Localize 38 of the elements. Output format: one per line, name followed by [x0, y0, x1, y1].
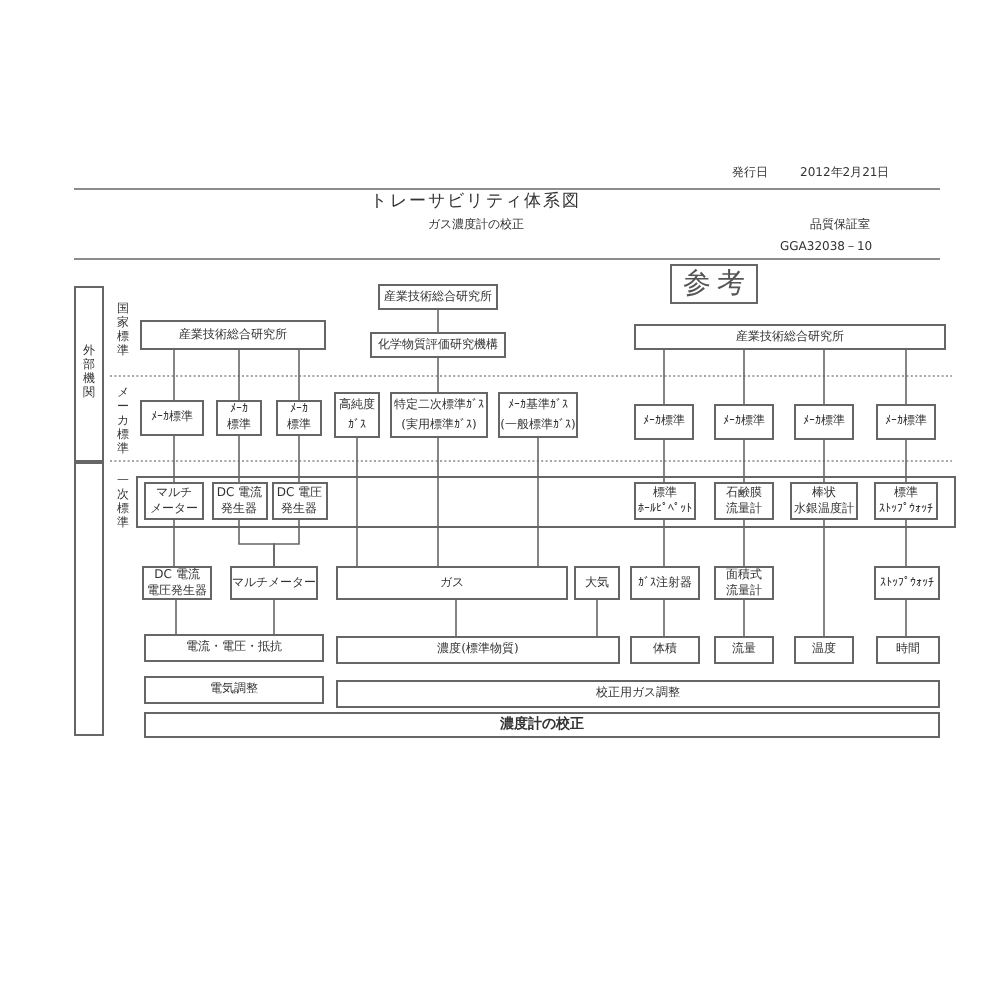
- group-frame: [136, 476, 956, 528]
- connector-line: [743, 349, 745, 405]
- connector-line: [173, 349, 175, 401]
- title: トレーサビリティ体系図: [370, 194, 582, 213]
- connector-line: [175, 599, 177, 635]
- connector-line: [905, 349, 907, 405]
- connector-line: [437, 437, 439, 567]
- connector-line: [273, 519, 300, 567]
- connector-line: [905, 519, 907, 567]
- connector-line: [905, 439, 907, 483]
- connector-line: [823, 439, 825, 483]
- connector-line: [663, 599, 665, 637]
- reference-stamp: 参考: [670, 264, 758, 304]
- connector-line: [743, 439, 745, 483]
- connector-line: [823, 349, 825, 405]
- standard-box: [390, 392, 488, 438]
- connector-line: [273, 599, 275, 635]
- connector-line: [537, 437, 539, 567]
- connector-line: [743, 599, 745, 637]
- connector-line: [743, 519, 745, 567]
- connector-line: [238, 349, 240, 401]
- connector-line: [455, 599, 457, 637]
- standard-box: [498, 392, 578, 438]
- connector-line: [596, 599, 598, 637]
- connector-line: [173, 435, 175, 483]
- connector-line: [173, 519, 175, 567]
- connector-line: [238, 435, 240, 483]
- connector-line: [356, 437, 358, 567]
- category-band: [74, 462, 104, 736]
- connector-line: [663, 519, 665, 567]
- connector-line: [905, 599, 907, 637]
- connector-line: [298, 435, 300, 483]
- connector-line: [663, 349, 665, 405]
- connector-line: [437, 309, 439, 333]
- connector-line: [823, 519, 825, 637]
- connector-line: [437, 357, 439, 393]
- connector-line: [663, 439, 665, 483]
- connector-line: [298, 349, 300, 401]
